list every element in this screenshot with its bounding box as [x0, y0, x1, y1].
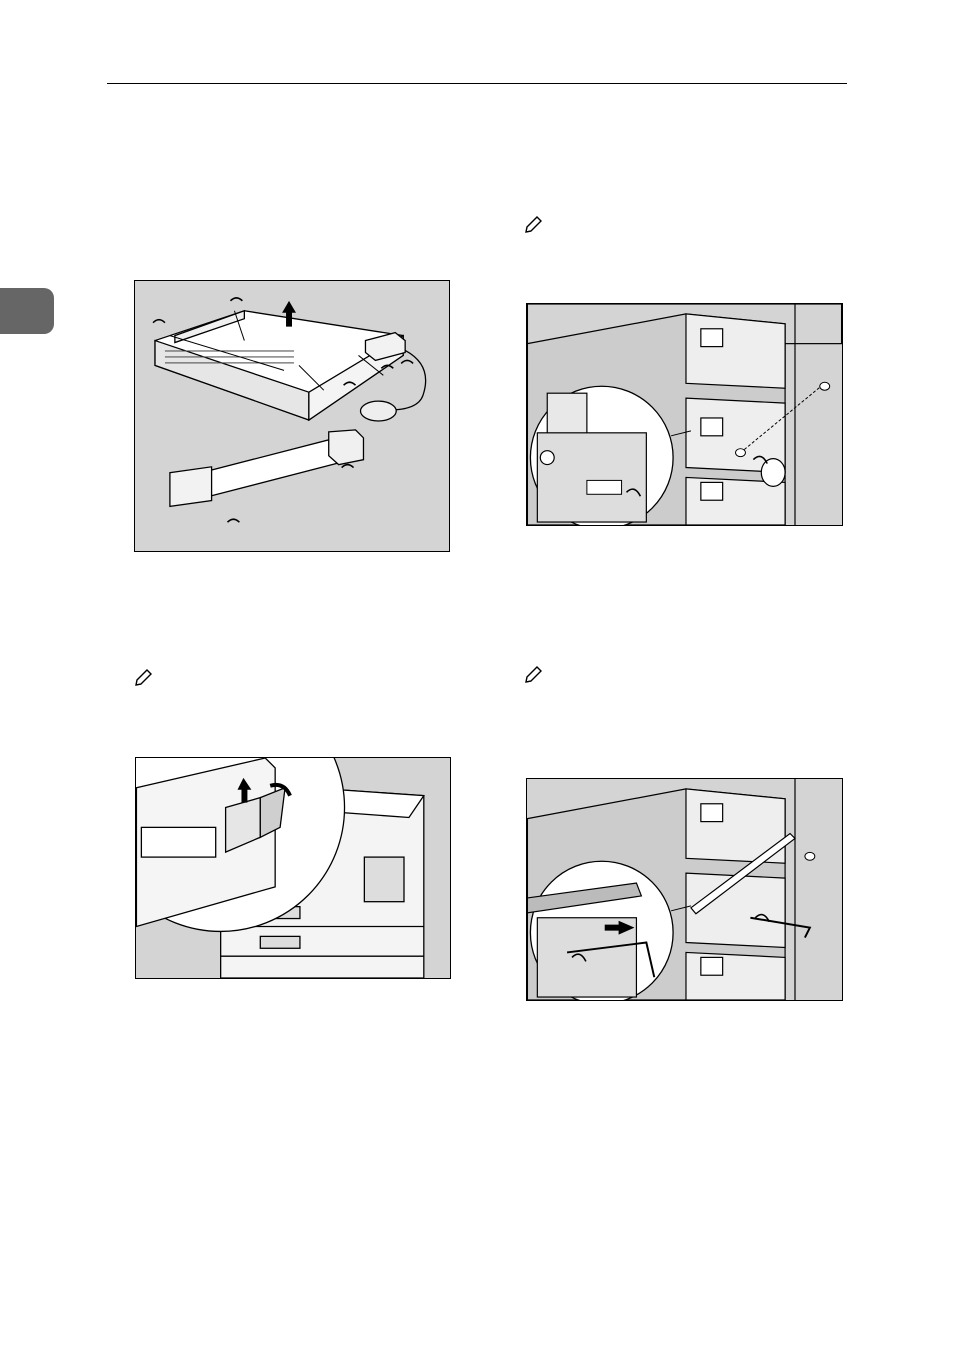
note-pencil-icon	[522, 214, 544, 236]
unpacked-unit-illustration	[135, 281, 449, 551]
figure-rear-rail	[526, 778, 843, 1001]
chapter-tab	[0, 288, 54, 334]
header-rule	[107, 83, 847, 84]
rear-rail-illustration	[527, 779, 842, 1000]
printer-top-cover-illustration	[136, 758, 450, 978]
figure-printer-top-cover	[135, 757, 451, 979]
figure-unpacked-unit	[134, 280, 450, 552]
note-pencil-icon	[522, 664, 544, 686]
rear-screws-illustration	[527, 304, 842, 525]
note-pencil-icon	[132, 667, 154, 689]
figure-rear-screws	[526, 303, 843, 526]
